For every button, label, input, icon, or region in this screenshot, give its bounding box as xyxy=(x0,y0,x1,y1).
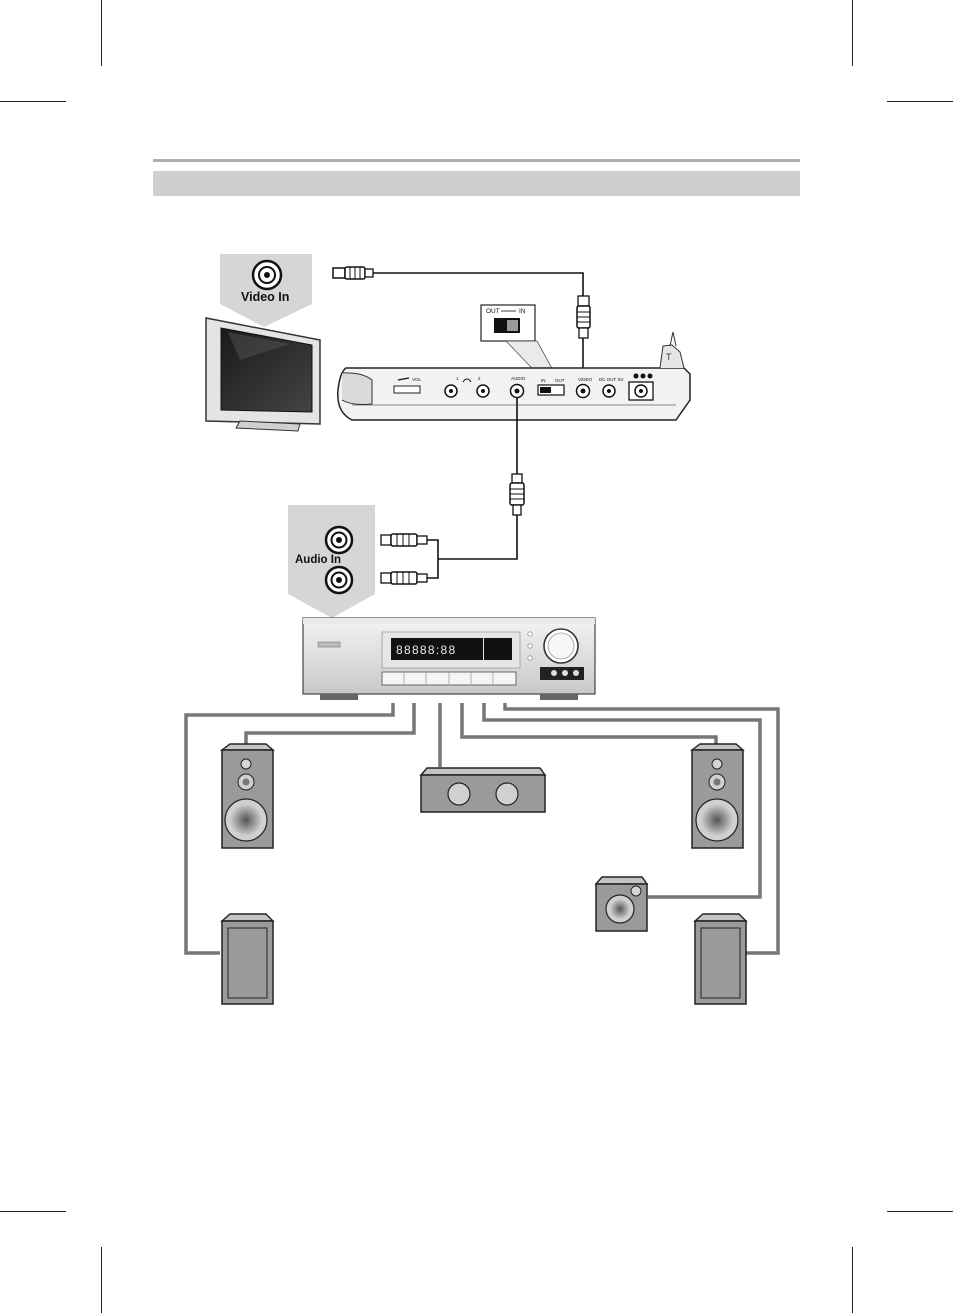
front-left-speaker xyxy=(222,744,273,848)
video-in-jack xyxy=(253,261,281,289)
video-cable xyxy=(333,267,590,378)
dc-out-label: DC OUT xyxy=(599,377,616,382)
switch-in-small-label: IN xyxy=(541,378,546,383)
subwoofer xyxy=(596,877,647,931)
switch-in-label: IN xyxy=(519,308,526,315)
video-in-label: Video In xyxy=(241,290,289,304)
speaker-wires xyxy=(186,703,778,953)
vol-label: VOL xyxy=(412,377,422,382)
audio-port-label: AUDIO xyxy=(511,376,526,381)
receiver-display: 88888:88 xyxy=(396,643,456,657)
audio-in-jack-top xyxy=(326,527,352,553)
dc-out-voltage-label: 5V xyxy=(618,377,624,382)
video-port-label: VIDEO xyxy=(578,377,593,382)
audio-in-label: Audio In xyxy=(295,554,341,566)
tv xyxy=(206,318,320,431)
rear-right-speaker xyxy=(695,914,746,1004)
center-speaker xyxy=(421,768,545,812)
av-receiver: 88888:88 xyxy=(303,618,595,700)
switch-out-small-label: OUT xyxy=(555,378,565,383)
audio-cable xyxy=(381,398,524,584)
audio-in-jack-bottom xyxy=(326,567,352,593)
svg-text:T: T xyxy=(666,352,672,362)
front-right-speaker xyxy=(692,744,743,848)
rear-left-speaker xyxy=(222,914,273,1004)
switch-out-label: OUT xyxy=(486,308,500,315)
